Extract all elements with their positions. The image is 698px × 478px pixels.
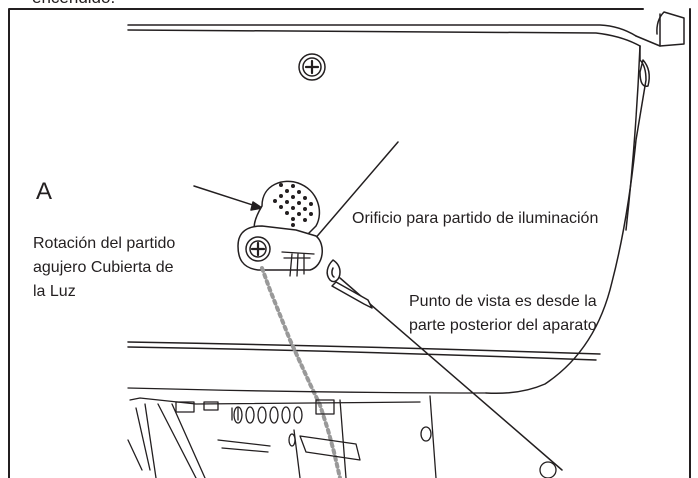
chain xyxy=(260,266,342,478)
leader-arrowhead-a xyxy=(250,201,263,211)
match-path-line xyxy=(339,277,563,471)
burner-opening xyxy=(281,251,315,277)
top-caption-fragment: encendido. xyxy=(32,0,115,8)
rotation-label-line: la Luz xyxy=(33,283,76,300)
callout-letter-a: A xyxy=(36,178,53,205)
vent-dots xyxy=(273,183,313,227)
rotation-label-line: agujero Cubierta de xyxy=(33,259,174,276)
appliance-body-outline xyxy=(127,11,685,395)
rotation-label-line: Rotación del partido xyxy=(33,235,176,252)
rotation-cover-label: Rotación del partido agujero Cubierta de… xyxy=(33,232,175,304)
lighting-hole-label: Orificio para partido de iluminación xyxy=(352,210,599,227)
match-flame-icon xyxy=(326,259,373,309)
figure-frame xyxy=(8,8,644,478)
viewpoint-label-line: Punto de vista es desde la xyxy=(409,293,597,310)
cover-screw-icon xyxy=(245,236,271,262)
leader-line-a xyxy=(193,185,263,209)
top-screw-icon xyxy=(298,53,326,81)
viewpoint-label: Punto de vista es desde la parte posteri… xyxy=(409,290,597,338)
lower-mechanism xyxy=(127,387,557,478)
viewpoint-label-line: parte posterior del aparato xyxy=(409,317,597,334)
leader-line-hole xyxy=(312,141,399,242)
